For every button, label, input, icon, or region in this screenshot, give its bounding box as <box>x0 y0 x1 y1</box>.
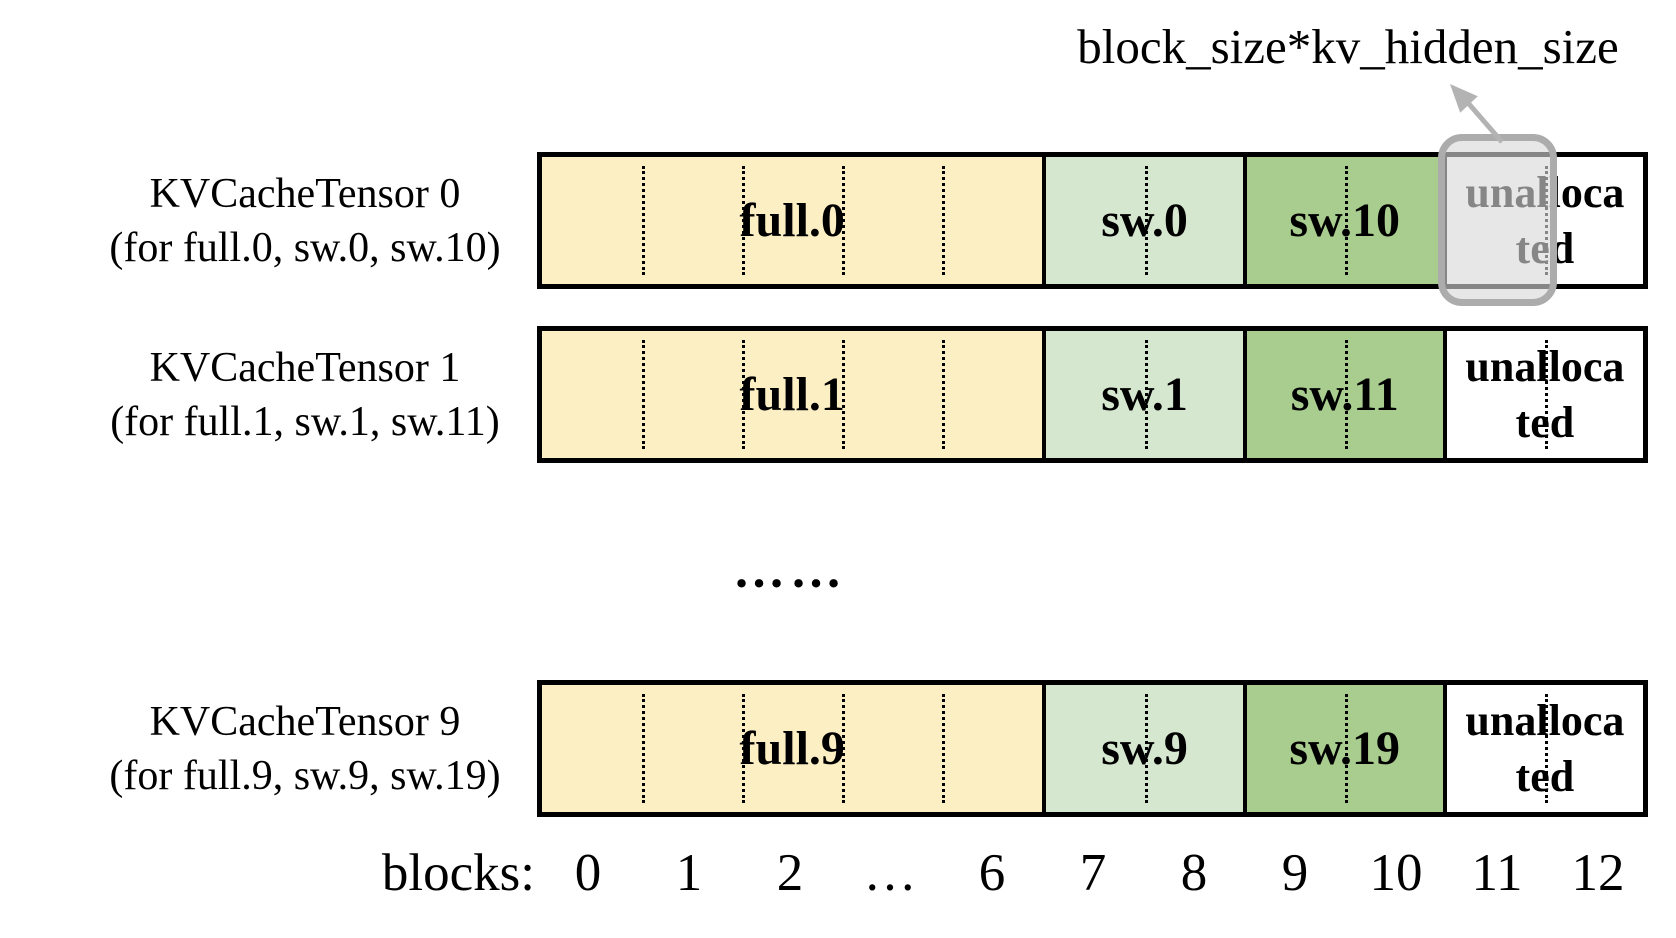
tensor-9-section-unallocated: unalloca ted <box>1442 685 1643 812</box>
tensor-0-label: KVCacheTensor 0 (for full.0, sw.0, sw.10… <box>75 152 535 289</box>
block-divider <box>742 694 746 803</box>
axis-tick-9: 9 <box>1281 844 1309 902</box>
block-divider <box>942 340 946 449</box>
tensor-0-subtitle: (for full.0, sw.0, sw.10) <box>109 224 501 271</box>
block-divider <box>1144 166 1148 275</box>
section-label: sw.19 <box>1289 722 1401 775</box>
tensor-9-title: KVCacheTensor 9 <box>149 698 461 745</box>
tensor-0-section-sw: sw.0 <box>1042 157 1243 284</box>
tensor-row-1: KVCacheTensor 1 (for full.1, sw.1, sw.11… <box>0 326 1676 463</box>
section-label: unalloca ted <box>1465 693 1624 805</box>
block-divider <box>1144 340 1148 449</box>
tensor-9-label: KVCacheTensor 9 (for full.9, sw.9, sw.19… <box>75 680 535 817</box>
section-label: sw.10 <box>1289 194 1401 247</box>
axis-tick-6: 6 <box>978 844 1006 902</box>
block-divider <box>942 166 946 275</box>
unallocated-line-2: ted <box>1515 397 1575 447</box>
tensor-9-bar: full.9 sw.9 sw.19 unalloca ted <box>537 680 1648 817</box>
tensor-1-title: KVCacheTensor 1 <box>149 344 461 391</box>
section-label: full.0 <box>739 194 845 247</box>
section-label: sw.9 <box>1101 722 1188 775</box>
section-label: sw.11 <box>1290 368 1399 421</box>
unallocated-line-1: unalloca <box>1465 695 1625 745</box>
axis-tick-7: 7 <box>1079 844 1107 902</box>
block-size-highlight <box>1438 134 1557 306</box>
block-divider <box>1544 340 1548 449</box>
block-divider <box>842 340 846 449</box>
tensor-0-section-full: full.0 <box>542 157 1043 284</box>
unallocated-line-1: unalloca <box>1465 341 1625 391</box>
tensor-row-0: KVCacheTensor 0 (for full.0, sw.0, sw.10… <box>0 152 1676 289</box>
axis-tick-12: 12 <box>1571 844 1625 902</box>
block-divider <box>642 340 646 449</box>
block-divider <box>1344 166 1348 275</box>
axis-tick-11: 11 <box>1471 844 1523 902</box>
axis-tick-8: 8 <box>1180 844 1208 902</box>
tensor-row-9: KVCacheTensor 9 (for full.9, sw.9, sw.19… <box>0 680 1676 817</box>
blocks-axis-caption: blocks: <box>381 844 535 902</box>
section-label: full.1 <box>739 368 845 421</box>
tensor-1-label: KVCacheTensor 1 (for full.1, sw.1, sw.11… <box>75 326 535 463</box>
section-label: sw.0 <box>1101 194 1188 247</box>
unallocated-line-2: ted <box>1515 751 1575 801</box>
block-divider <box>1344 340 1348 449</box>
block-divider <box>742 340 746 449</box>
section-label: sw.1 <box>1101 368 1188 421</box>
rows-ellipsis: …… <box>733 542 847 599</box>
axis-tick-0: 0 <box>574 844 602 902</box>
axis-tick-dots: … <box>863 844 917 902</box>
block-divider <box>942 694 946 803</box>
block-divider <box>1544 694 1548 803</box>
tensor-0-title: KVCacheTensor 0 <box>149 170 461 217</box>
block-divider <box>1344 694 1348 803</box>
block-divider <box>742 166 746 275</box>
tensor-1-section-full: full.1 <box>542 331 1043 458</box>
tensor-1-section-sw: sw.1 <box>1042 331 1243 458</box>
axis-tick-2: 2 <box>776 844 804 902</box>
section-label: unalloca ted <box>1465 339 1624 451</box>
tensor-9-section-sw: sw.9 <box>1042 685 1243 812</box>
tensor-9-subtitle: (for full.9, sw.9, sw.19) <box>109 752 501 799</box>
block-divider <box>642 694 646 803</box>
block-divider <box>642 166 646 275</box>
tensor-1-subtitle: (for full.1, sw.1, sw.11) <box>110 398 500 445</box>
axis-tick-1: 1 <box>675 844 703 902</box>
block-divider <box>842 694 846 803</box>
tensor-9-section-sw2: sw.19 <box>1242 685 1443 812</box>
block-divider <box>842 166 846 275</box>
section-label: full.9 <box>739 722 845 775</box>
axis-tick-10: 10 <box>1369 844 1423 902</box>
tensor-9-section-full: full.9 <box>542 685 1043 812</box>
tensor-1-section-unallocated: unalloca ted <box>1442 331 1643 458</box>
tensor-0-section-sw2: sw.10 <box>1242 157 1443 284</box>
tensor-1-section-sw2: sw.11 <box>1242 331 1443 458</box>
size-annotation-label: block_size*kv_hidden_size <box>1077 19 1619 74</box>
tensor-1-bar: full.1 sw.1 sw.11 unalloca ted <box>537 326 1648 463</box>
block-divider <box>1144 694 1148 803</box>
